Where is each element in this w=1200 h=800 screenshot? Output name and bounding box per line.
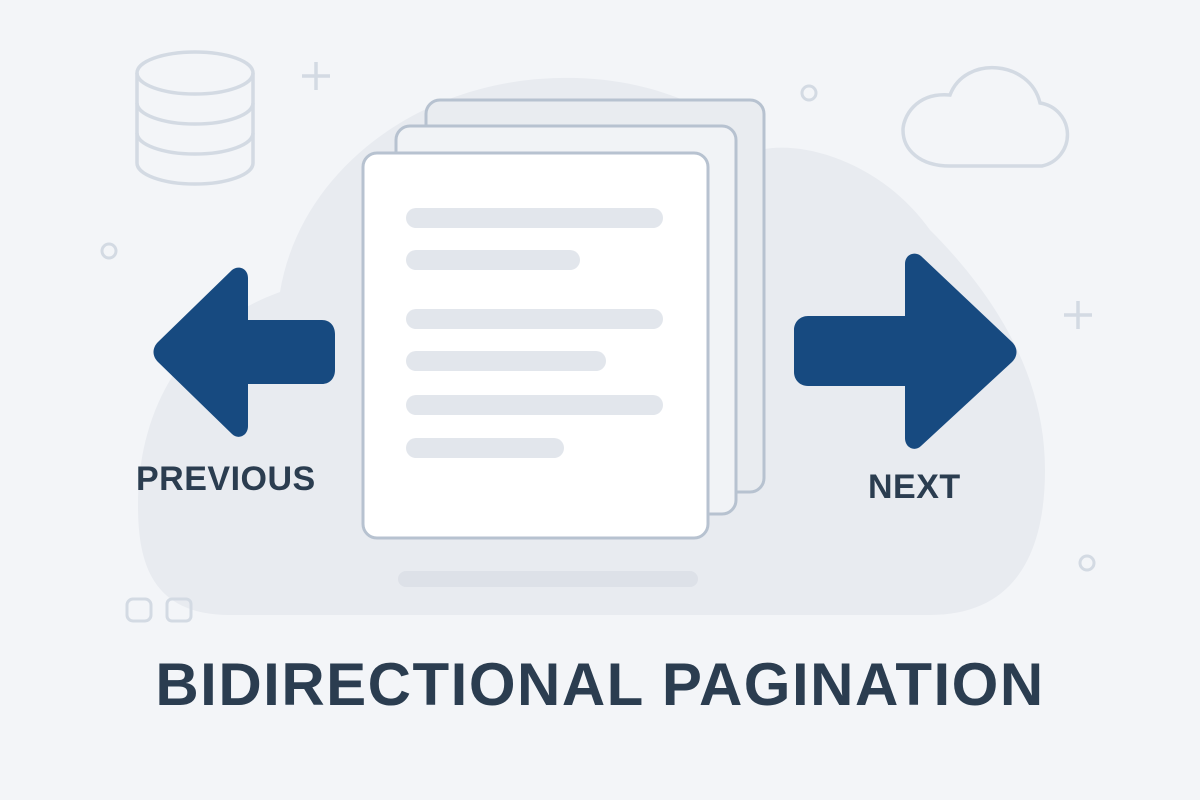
square-icon [165, 597, 193, 623]
database-icon [135, 50, 255, 186]
circle-icon [100, 242, 118, 260]
circle-icon [1078, 554, 1096, 572]
square-icon [125, 597, 153, 623]
circle-icon [800, 84, 818, 102]
arrow-left-icon[interactable] [153, 267, 336, 437]
previous-label: PREVIOUS [136, 460, 316, 498]
stack-shadow-bar [398, 571, 698, 587]
plus-icon [302, 62, 330, 90]
page-title: BIDIRECTIONAL PAGINATION [155, 651, 1045, 718]
cloud-icon [901, 65, 1070, 168]
document-stack [361, 98, 766, 540]
plus-icon [1064, 301, 1092, 329]
document-content-lines [406, 208, 663, 458]
arrow-right-icon[interactable] [794, 253, 1017, 449]
next-label: NEXT [868, 468, 961, 506]
